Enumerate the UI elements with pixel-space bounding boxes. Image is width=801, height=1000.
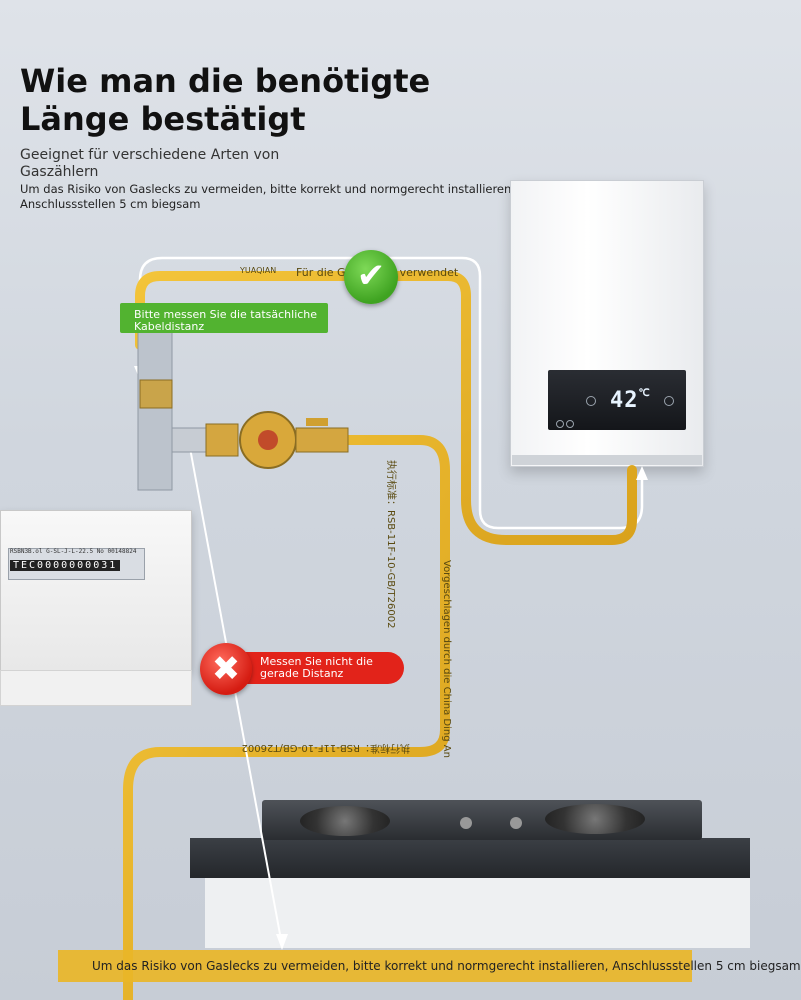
heater-button-small-1 [556,420,564,428]
brass-fitting [205,423,239,457]
water-heater-base [512,455,702,465]
heater-arrow-head [636,466,648,480]
cross-badge: ✖ [200,643,252,695]
stove-burner-left [300,806,390,836]
gas-meter-code: RSBN3B.ol G-SL-J-L-22.5 No 00148824 [10,548,137,555]
hose-upper [135,271,637,545]
pipe-label-brand: YUAQIAN [240,266,277,275]
callout-wrong: Messen Sie nicht die gerade Distanz [232,652,404,684]
page-title: Wie man die benötigte Länge bestätigt [20,62,431,138]
gas-pipe-vertical [137,329,173,491]
gas-pipe-nut [139,379,173,409]
heater-button-left [586,396,596,406]
heater-button-right [664,396,674,406]
straight-arrow-head [276,934,288,950]
pipe-label-china: Vorgeschlagen durch die China Ding An [441,560,452,758]
heater-button-small-2 [566,420,574,428]
hose-diagram [123,271,648,1000]
ball-valve [295,427,349,453]
straight-distance-line [189,447,283,946]
kitchen-counter [190,838,750,878]
pipe-label-standard-horizontal: 执行标准：RSB-11F-10-GB/T26002 [241,742,410,753]
footer-note: Um das Risiko von Gaslecks zu vermeiden,… [58,950,801,982]
stove-knob-1 [460,817,472,829]
heater-display: 42℃ [610,388,651,413]
gas-meter [0,510,192,672]
check-badge: ✔ [344,250,398,304]
gas-meter-digits: TEC0000000031 [10,560,121,571]
page-subtitle: Geeignet für verschiedene Arten von Gasz… [20,147,280,180]
pressure-valve-core [258,430,278,450]
counter-front [205,878,750,948]
valve-handle [306,418,328,426]
heater-temperature: 42 [610,388,639,413]
stove-burner-right [545,804,645,834]
check-icon: ✔ [356,256,386,296]
callout-correct: Bitte messen Sie die tatsächliche Kabeld… [120,303,328,333]
pipe-label-standard-vertical: 执行标准：RSB-11F-10-GB/T26002 [385,460,396,629]
cross-icon: ✖ [211,649,241,689]
heater-unit: ℃ [638,388,651,399]
stove-knob-2 [510,817,522,829]
hose-lower [123,435,450,1000]
gas-meter-shadow [0,670,192,706]
install-note: Um das Risiko von Gaslecks zu vermeiden,… [20,182,515,211]
